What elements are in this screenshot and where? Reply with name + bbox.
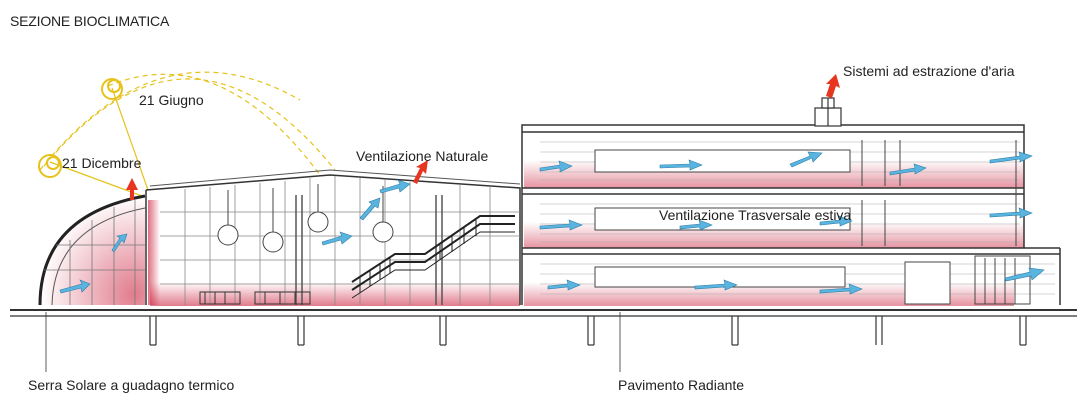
diagram-title: SEZIONE BIOCLIMATICA: [10, 13, 170, 29]
exhaust-arrows: [126, 74, 840, 200]
atrium-building: [145, 169, 521, 306]
leader-lines: [45, 312, 621, 372]
label-sun-summer: 21 Giugno: [139, 92, 204, 108]
pendant-lamps: [217, 184, 394, 253]
sun-icon-winter: [38, 154, 62, 178]
sun-rays: [49, 87, 149, 197]
ground-and-foundations: [10, 309, 1077, 346]
sun-icon-summer: [101, 78, 123, 100]
roof-extraction-chimney: [814, 97, 842, 127]
label-cross-ventilation: Ventilazione Trasversale estiva: [659, 207, 852, 223]
label-sun-winter: 21 Dicembre: [62, 155, 142, 171]
label-natural-ventilation: Ventilazione Naturale: [356, 148, 489, 164]
benches: [199, 291, 311, 305]
staircase: [351, 215, 515, 299]
sun-path-arcs: [39, 71, 336, 176]
label-air-extraction: Sistemi ad estrazione d'aria: [843, 63, 1015, 79]
three-storey-building: [521, 97, 1061, 306]
label-radiant-floor: Pavimento Radiante: [618, 377, 745, 393]
airflow-arrows: [59, 151, 1045, 295]
solar-greenhouse: [38, 194, 146, 306]
label-solar-greenhouse: Serra Solare a guadagno termico: [28, 377, 235, 393]
